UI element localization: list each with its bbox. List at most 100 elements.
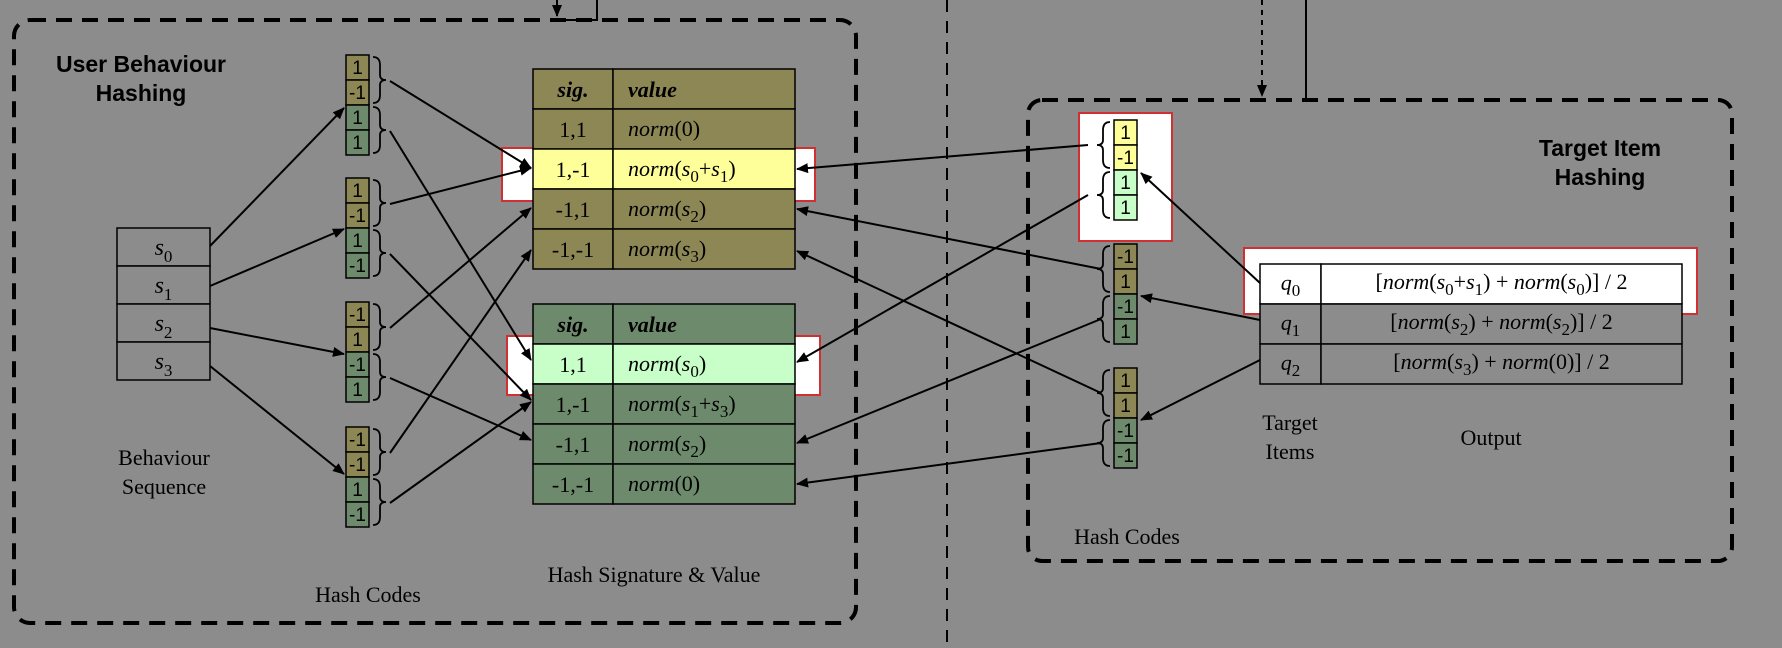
table-header-value-cell	[612, 303, 796, 345]
arrow-s3-pair1	[389, 249, 532, 454]
hash-bit-value: -1	[349, 505, 366, 526]
hash-bit-value: -1	[349, 305, 366, 326]
target-item-label: q0	[1281, 270, 1301, 300]
arrow-s1-pair1	[389, 165, 532, 205]
hash-code-brace	[1096, 369, 1111, 417]
table-sig-value: -1,1	[556, 197, 591, 222]
hash-code-brace	[372, 428, 387, 476]
hash-bit-cell	[1113, 318, 1138, 345]
hash-bit-value: 1	[1120, 123, 1131, 144]
arrow-s0-pair2	[389, 130, 532, 361]
hash-code-brace	[372, 106, 387, 154]
target-item-label: q1	[1281, 310, 1301, 340]
hash-bit-value: 1	[1120, 173, 1131, 194]
hash-bit-value: -1	[349, 206, 366, 227]
hash-code-brace	[372, 229, 387, 277]
arrow-q1-target	[1140, 293, 1261, 321]
arrow-s0-hashcode	[209, 107, 345, 247]
table-value-expr: norm(0)	[628, 471, 700, 496]
hash-bit-value: 1	[352, 231, 363, 252]
sequence-item-label: s0	[155, 235, 173, 266]
left-hash-codes-caption: Hash Codes	[315, 582, 421, 607]
table-header-value: value	[628, 312, 677, 337]
hash-code-brace	[372, 56, 387, 104]
table-header-sig: sig.	[556, 77, 588, 102]
hash-bit-value: -1	[1117, 148, 1134, 169]
arrow-s2-hashcode	[209, 327, 345, 357]
table-sig-value: 1,-1	[556, 157, 591, 182]
table-sig-cell	[532, 228, 614, 270]
hash-bit-cell	[1113, 194, 1138, 221]
target-items-caption-line1: Target	[1262, 410, 1317, 435]
table-sig-value: -1,-1	[552, 472, 594, 497]
arrow-s1-hashcode	[209, 228, 345, 287]
sequence-item-label: s2	[155, 311, 173, 342]
table-value-expr: norm(s0+s1)	[628, 156, 736, 186]
hash-bit-value: 1	[1120, 322, 1131, 343]
hash-bit-value: -1	[349, 355, 366, 376]
table-value-expr: norm(s2)	[628, 431, 706, 461]
sequence-cell	[116, 265, 211, 305]
table-value-expr: norm(s2)	[628, 196, 706, 226]
right-panel-title-line1: Target Item	[1539, 135, 1661, 161]
arrow-q2-target	[1140, 359, 1261, 421]
sequence-item-label: s3	[155, 349, 173, 380]
table-sig-value: 1,-1	[556, 392, 591, 417]
arrow-s2-pair1	[389, 207, 532, 329]
table-value-expr: norm(s1+s3)	[628, 391, 736, 421]
hash-bit-value: 1	[1120, 396, 1131, 417]
left-panel-title-line1: User Behaviour	[56, 51, 226, 77]
target-output-expr: [norm(s3) + norm(0)] / 2	[1393, 349, 1609, 379]
target-item-label: q2	[1281, 350, 1301, 380]
hash-bit-value: -1	[1117, 247, 1134, 268]
arrow-q1-pair2	[796, 318, 1102, 444]
top-connectors	[552, 0, 1307, 648]
target-output-cell	[1320, 303, 1683, 345]
table-value-cell	[612, 383, 796, 425]
arrow-q1-pair1	[796, 206, 1102, 270]
hash-bit-value: 1	[1120, 198, 1131, 219]
hash-bit-value: -1	[1117, 297, 1134, 318]
table-value-expr: norm(s3)	[628, 236, 706, 266]
arrow-s3-pair2	[389, 401, 532, 504]
table-sig-cell	[532, 188, 614, 230]
target-table: q0[norm(s0+s1) + norm(s0)] / 2q1[norm(s2…	[1243, 247, 1698, 385]
output-caption: Output	[1460, 425, 1521, 450]
right-hash-codes-caption: Hash Codes	[1074, 524, 1180, 549]
hash-code-brace	[1096, 171, 1111, 219]
hash-code-brace	[1096, 121, 1111, 169]
right-panel-title-line2: Hashing	[1555, 164, 1646, 190]
hash-bit-cell	[345, 376, 370, 403]
arrow-q0-target	[1140, 172, 1261, 284]
hash-bit-value: -1	[349, 455, 366, 476]
table-header-sig-cell	[532, 68, 614, 110]
hash-bit-value: -1	[1117, 421, 1134, 442]
target-item-cell	[1259, 263, 1322, 305]
hash-bit-cell	[345, 501, 370, 528]
hash-bit-value: -1	[349, 83, 366, 104]
hash-bit-value: 1	[1120, 371, 1131, 392]
hash-code-brace	[1096, 295, 1111, 343]
hash-bit-value: 1	[352, 133, 363, 154]
table-value-cell	[612, 228, 796, 270]
arrow-q2-pair2	[796, 442, 1102, 488]
table-value-expr: norm(s0)	[628, 351, 706, 381]
table-value-cell	[612, 108, 796, 150]
left-panel-title-line2: Hashing	[96, 80, 187, 106]
hash-bit-value: 1	[352, 181, 363, 202]
hash-bit-cell	[1113, 442, 1138, 469]
arrow-q0-pair1	[796, 144, 1089, 174]
hash-bit-cell	[345, 252, 370, 279]
sequence-cell	[116, 227, 211, 267]
table-value-expr: norm(0)	[628, 116, 700, 141]
table-value-cell	[612, 188, 796, 230]
hash-bit-value: 1	[352, 108, 363, 129]
table-value-cell	[612, 343, 796, 385]
arrow-s0-pair1	[389, 80, 532, 169]
